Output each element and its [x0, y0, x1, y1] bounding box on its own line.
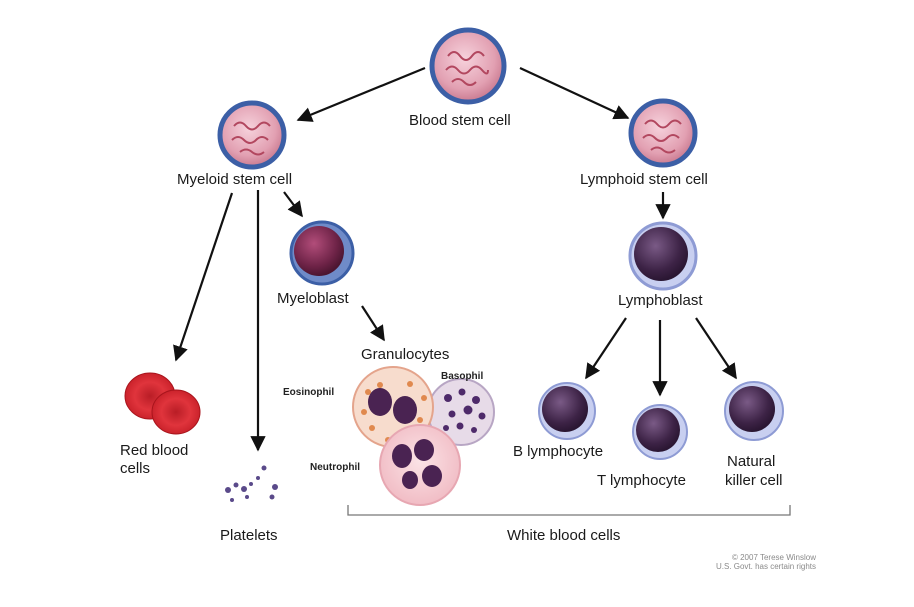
arrow-stem-to-myeloid	[296, 66, 426, 122]
credit-line-2: U.S. Govt. has certain rights	[715, 562, 816, 571]
label-platelets: Platelets	[220, 527, 278, 544]
arrow-myeloid-to-myeloblast	[283, 191, 303, 218]
label-red-blood-cells-line2: cells	[120, 460, 151, 477]
natural-killer-cell-image	[724, 381, 784, 441]
label-b-lymphocyte: B lymphocyte	[513, 443, 604, 460]
label-t-lymphocyte: T lymphocyte	[597, 472, 686, 489]
lymphoid-stem-cell-image	[628, 98, 698, 168]
label-red-blood-cells-line1: Red blood	[120, 442, 189, 459]
lymphoblast-image	[628, 221, 698, 291]
platelets-image	[225, 465, 278, 502]
arrow-myeloid-to-rbc	[173, 192, 234, 362]
arrow-lymphoblast-to-nk	[695, 317, 737, 380]
copyright-credit: © 2007 Terese Winslow U.S. Govt. has cer…	[676, 553, 816, 571]
label-neutrophil: Neutrophil	[310, 462, 360, 473]
arrows	[173, 66, 737, 452]
t-lymphocyte-image	[632, 404, 688, 460]
b-lymphocyte-image	[538, 382, 596, 440]
label-white-blood-cells: White blood cells	[507, 527, 621, 544]
label-myeloblast: Myeloblast	[277, 290, 349, 307]
myeloblast-image	[289, 220, 355, 286]
label-natural-killer-line2: killer cell	[725, 472, 783, 489]
arrow-stem-to-lymphoid	[519, 67, 630, 120]
basophil-image	[427, 378, 495, 446]
label-myeloid-stem-cell: Myeloid stem cell	[177, 171, 293, 188]
label-lymphoid-stem-cell: Lymphoid stem cell	[580, 171, 708, 188]
white-blood-cells-bracket	[347, 505, 791, 516]
label-natural-killer-line1: Natural	[727, 453, 776, 470]
arrow-myeloblast-to-granulocytes	[361, 305, 385, 342]
credit-line-1: © 2007 Terese Winslow	[731, 553, 816, 562]
neutrophil-image	[379, 424, 461, 506]
label-lymphoblast: Lymphoblast	[618, 292, 703, 309]
label-blood-stem-cell: Blood stem cell	[409, 112, 511, 129]
myeloid-stem-cell-image	[217, 100, 287, 170]
label-eosinophil: Eosinophil	[283, 387, 335, 398]
label-granulocytes: Granulocytes	[361, 346, 450, 363]
blood-stem-cell-image	[429, 27, 507, 105]
red-blood-cells-image	[124, 372, 201, 435]
label-basophil: Basophil	[441, 371, 484, 382]
arrow-lymphoblast-to-b	[585, 317, 627, 380]
